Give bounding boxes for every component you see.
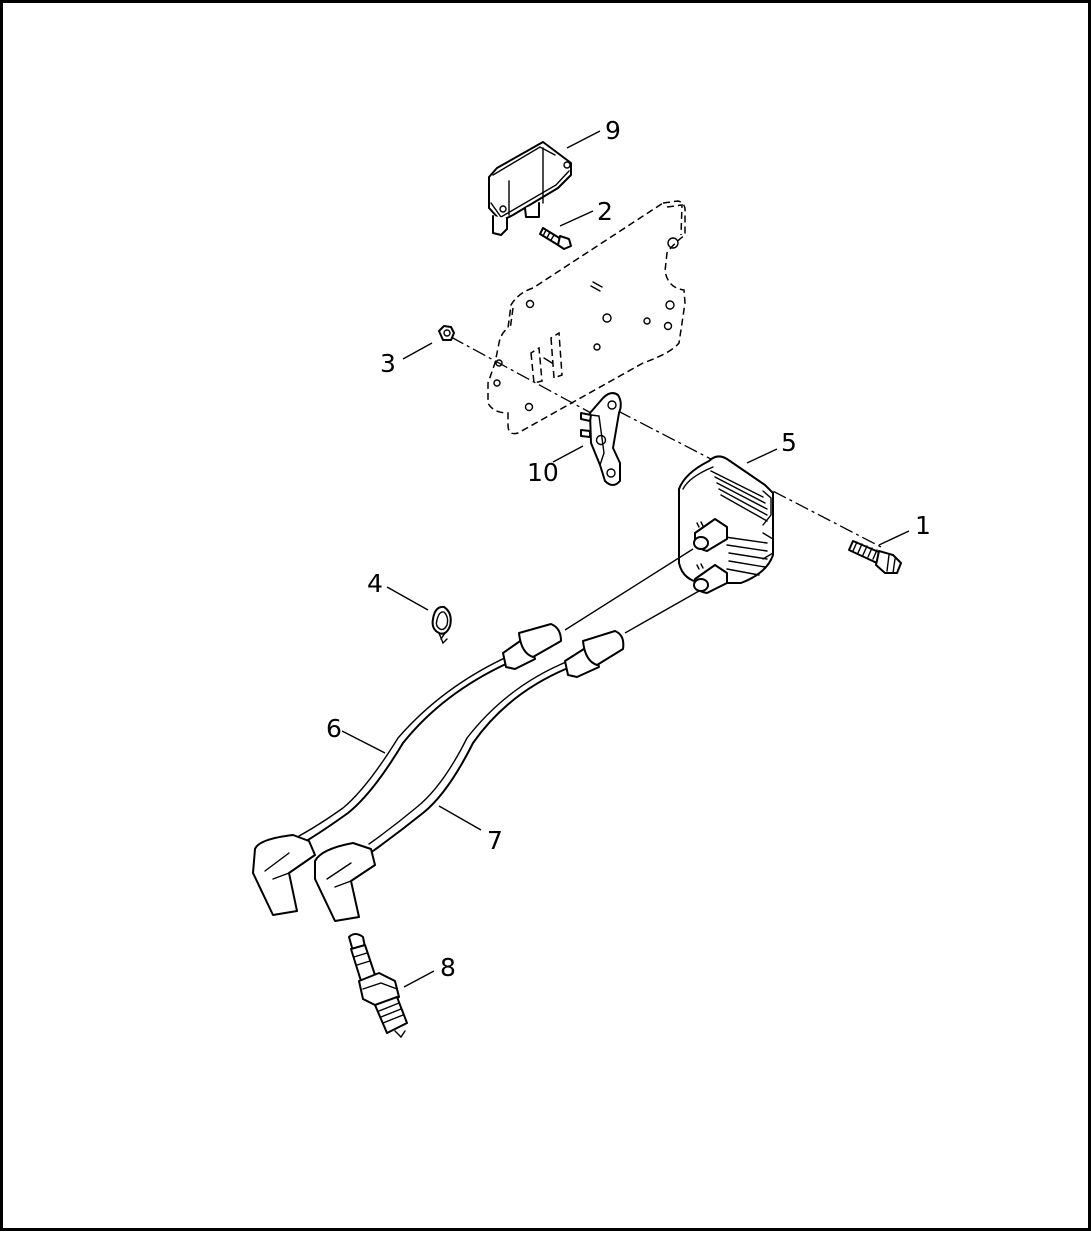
callout-5: 5	[781, 428, 797, 457]
callout-1: 1	[915, 511, 931, 540]
ignition-exploded-view: 1 2 3 4 5 6 7 8 9 10	[252, 116, 931, 1039]
coil-mounting-bolt	[848, 540, 902, 574]
callout-9: 9	[605, 116, 621, 145]
assembly-centerline	[450, 336, 884, 549]
wire-clip	[431, 605, 452, 645]
mounting-plate	[487, 200, 686, 435]
ignition-coil	[678, 455, 774, 594]
callout-8: 8	[440, 953, 456, 982]
coil-bracket	[580, 392, 622, 486]
spark-plug	[348, 933, 408, 1039]
ignition-module	[488, 141, 572, 236]
callout-2: 2	[597, 197, 613, 226]
leader-lines	[341, 130, 910, 988]
callout-6: 6	[326, 714, 342, 743]
callout-7: 7	[487, 826, 503, 855]
callout-10: 10	[527, 458, 559, 487]
module-screw	[539, 227, 572, 250]
callout-3: 3	[380, 349, 396, 378]
hex-nut	[438, 325, 455, 341]
callout-4: 4	[367, 569, 383, 598]
spark-plug-wires	[252, 548, 700, 922]
